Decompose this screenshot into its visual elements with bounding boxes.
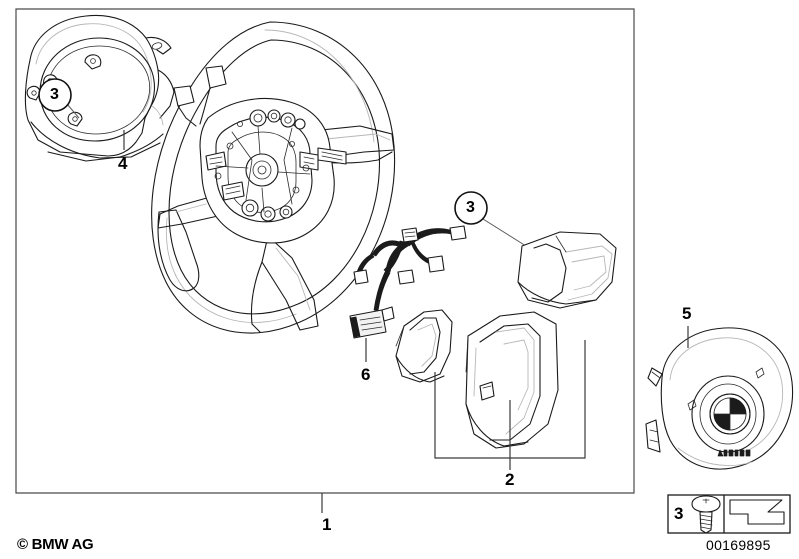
steering-wheel-switch-stalks (173, 65, 227, 127)
part-lower-trim-cover (24, 14, 175, 162)
bracket-2 (434, 340, 586, 470)
part-steering-wheel (151, 21, 396, 334)
part-airbag-module (645, 327, 794, 470)
leader-line-bubble-3b (482, 218, 527, 247)
legend-screw-reference (667, 494, 791, 534)
airbag-emboss-text (717, 449, 751, 457)
bubble-text-3b: 3 (466, 199, 475, 216)
assembly-frame (15, 8, 635, 494)
callout-label-2: 2 (505, 470, 515, 489)
part-trim-cover-set (395, 309, 559, 449)
bent-arrow-icon (729, 499, 785, 525)
copyright-notice: © BMW AG (17, 536, 94, 553)
callout-label-1: 1 (322, 515, 332, 534)
part-wiring-harness (349, 225, 467, 339)
bubble-text-3a: 3 (50, 86, 59, 103)
legend-number-3: 3 (674, 504, 684, 523)
part-upper-trim-cover (517, 231, 617, 309)
callout-label-6: 6 (361, 365, 371, 384)
steering-wheel-hub (199, 97, 347, 244)
callout-label-5: 5 (682, 304, 692, 323)
pan-head-screw-icon (691, 495, 721, 534)
diagram-part-number: 00169895 (706, 537, 771, 553)
callout-label-4: 4 (118, 154, 128, 173)
